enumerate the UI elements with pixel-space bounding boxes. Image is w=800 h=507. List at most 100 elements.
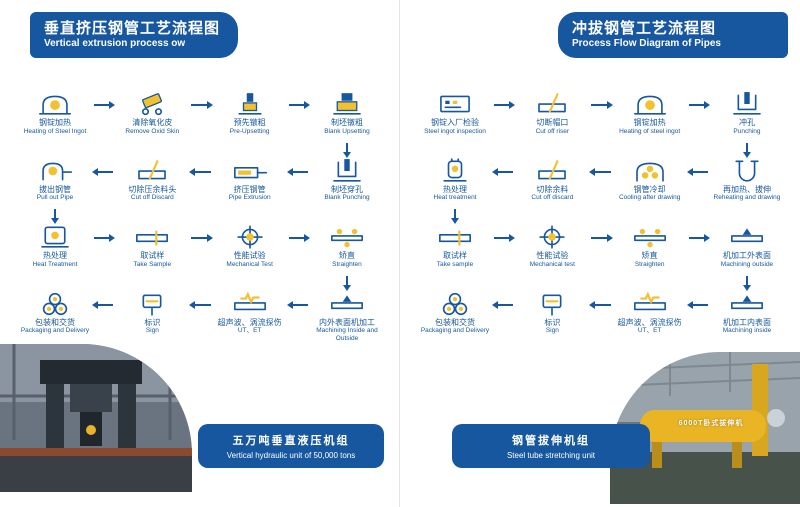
roller-icon: [132, 90, 172, 118]
flow-arrow-left: [286, 167, 308, 176]
step-label-english: Mechanical test: [529, 260, 575, 268]
flow-arrow-left: [91, 167, 114, 176]
utet-icon: [630, 290, 670, 318]
flow-arrow-right: [191, 101, 214, 109]
heatbox-icon: [35, 223, 75, 251]
flow-arrow-right: [288, 234, 311, 243]
machine-icon: [727, 223, 767, 251]
hydraulic-press-photo: [0, 344, 192, 492]
flow-arrow-left: [491, 167, 514, 176]
cut-icon: [532, 157, 572, 185]
step-label-chinese: 挤压钢管: [233, 184, 266, 194]
left-photo-caption: 五万吨垂直液压机组 Vertical hydraulic unit of 50,…: [198, 424, 384, 468]
flow-arrow-right: [191, 234, 214, 243]
step-label-chinese: 预先镦粗: [233, 118, 266, 127]
flow-arrow-right: [288, 101, 311, 109]
mechtest-icon: [532, 223, 572, 251]
machine-icon: [327, 290, 367, 318]
flow-arrow-left: [686, 300, 708, 309]
flow-arrow-right: [688, 234, 711, 243]
flow-connector-row: [416, 275, 786, 291]
step-label-chinese: 钢锭入厂检验: [431, 118, 479, 127]
step-label-chinese: 性能试验: [536, 251, 569, 261]
step-label-english: Reheating and drawing: [713, 194, 781, 202]
hydraulic-press-illustration: [0, 344, 192, 492]
flow-arrow-right: [688, 101, 711, 109]
vessel-icon: [435, 157, 475, 185]
flow-arrow-left: [91, 300, 114, 309]
step-label-chinese: 再加热、拔伸: [722, 184, 771, 194]
bundle-icon: [435, 290, 475, 318]
step-label-english: Heating of Steel Ingot: [23, 127, 87, 135]
step-label-english: Cut off Discard: [130, 194, 174, 202]
flow-arrow-left: [286, 300, 308, 309]
step-label-english: Machining Inside and Outside: [316, 327, 378, 342]
left-caption-english: Vertical hydraulic unit of 50,000 tons: [226, 451, 356, 460]
flow-arrow-left: [589, 167, 611, 176]
step-label-english: Pipe Extrusion: [228, 194, 271, 202]
pull-icon: [35, 157, 75, 185]
sample-icon: [132, 223, 172, 251]
cut-icon: [532, 90, 572, 118]
step-label-english: Straighten: [332, 260, 362, 268]
step-label-chinese: 切除余料: [536, 184, 569, 194]
step-label-english: Mechanical Test: [226, 260, 273, 268]
step-label-chinese: 机加工外表面: [722, 251, 771, 261]
flow-arrow-left: [189, 300, 211, 309]
step-label-english: Straighten: [634, 260, 665, 268]
cool-icon: [630, 157, 670, 185]
step-label-chinese: 机加工内表面: [722, 317, 771, 327]
step-label-english: Take sample: [436, 260, 474, 268]
flow-arrow-right: [591, 234, 614, 243]
step-label-chinese: 超声波、涡流探伤: [217, 317, 282, 327]
right-photo-caption: 钢管拔伸机组 Steel tube stretching unit: [452, 424, 650, 468]
uturn-icon: [727, 157, 767, 185]
step-label-english: Cut off riser: [535, 127, 570, 135]
step-label-chinese: 包装和交货: [435, 317, 475, 327]
step-label-chinese: 钢锭加热: [39, 118, 71, 127]
flow-arrow-right: [494, 101, 516, 109]
step-label-english: Pull out Pipe: [36, 194, 74, 202]
flow-arrow-right: [494, 234, 516, 243]
left-title-english: Vertical extrusion process ow: [44, 37, 186, 49]
flow-arrow-left: [686, 167, 708, 176]
flow-arrow-right: [94, 234, 116, 243]
left-title-chinese: 垂直挤压钢管工艺流程图: [44, 19, 221, 37]
step-label-english: Remove Oxid Skin: [125, 127, 180, 135]
step-label-chinese: 制坯镦粗: [330, 118, 363, 127]
step-label-english: Steel ingot inspection: [424, 127, 486, 135]
bundle-icon: [35, 290, 75, 318]
step-label-english: Heat Treatment: [32, 260, 78, 268]
right-header-banner: 冲拔钢管工艺流程图 Process Flow Diagram of Pipes: [558, 12, 788, 58]
flow-arrow-down: [51, 209, 59, 225]
mechtest-icon: [230, 223, 270, 251]
cut-icon: [132, 157, 172, 185]
step-label-english: Blank Upsetting: [324, 127, 370, 135]
straight-icon: [630, 223, 670, 251]
punch-icon: [727, 90, 767, 118]
flow-connector-row: [16, 275, 386, 291]
flow-arrow-down: [343, 142, 351, 158]
flow-arrow-left: [189, 167, 211, 176]
